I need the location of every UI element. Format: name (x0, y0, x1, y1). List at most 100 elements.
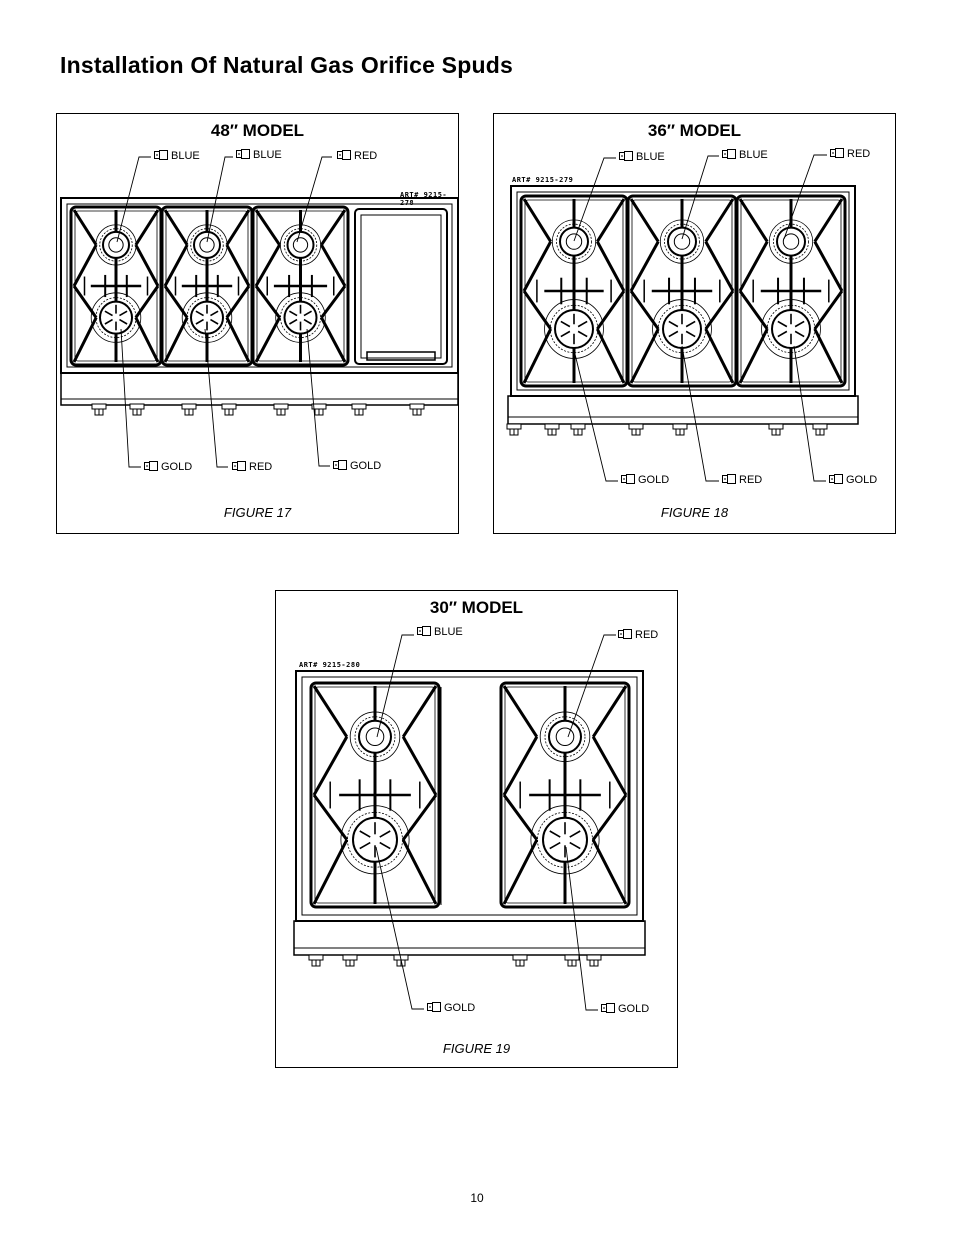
burner (279, 224, 322, 266)
orifice-spud-icon (417, 626, 431, 637)
callout-label: RED (354, 150, 378, 162)
callout-label: BLUE (739, 149, 768, 161)
art-number: ART# 9215-279 (512, 176, 574, 184)
orifice-spud-icon (601, 1003, 615, 1014)
burner (659, 219, 705, 264)
orifice-spud-icon (144, 461, 158, 472)
leader-lines-36 (573, 154, 827, 482)
figure-18-caption: FIGURE 18 (660, 505, 729, 520)
orifice-spud-icon (722, 149, 736, 160)
control-knob (768, 423, 784, 436)
callout-gold: GOLD (144, 461, 192, 473)
burner (530, 805, 600, 875)
callout-label: GOLD (618, 1003, 650, 1015)
burner (761, 299, 821, 359)
control-knob (308, 954, 324, 967)
callout-gold: GOLD (601, 1003, 649, 1015)
burner (539, 711, 591, 762)
burner (340, 805, 410, 875)
grate (499, 681, 631, 909)
callout-label: RED (847, 148, 871, 160)
callout-red: RED (830, 148, 870, 160)
burner-grates-30 (309, 681, 631, 909)
control-knob (672, 423, 688, 436)
figure-19-caption: FIGURE 19 (442, 1041, 511, 1056)
cooktop-36-body (507, 185, 859, 425)
control-knob (91, 403, 107, 416)
control-knob (564, 954, 580, 967)
callout-blue: BLUE (722, 149, 768, 161)
control-knob (129, 403, 145, 416)
grate (69, 205, 163, 367)
orifice-spud-icon (621, 474, 635, 485)
figure-18-heading: 36″ MODEL (647, 121, 742, 140)
callout-label: BLUE (636, 151, 665, 163)
burner (652, 299, 712, 359)
callout-blue: BLUE (154, 150, 200, 162)
figure-18-panel: 36″ MODEL ART# 9215-279 BLUE BLUE RED GO… (493, 113, 896, 534)
control-knob (544, 423, 560, 436)
callout-label: GOLD (350, 460, 382, 472)
control-knob (570, 423, 586, 436)
art-number: ART# 9215-278 (400, 191, 448, 207)
figure-17-caption: FIGURE 17 (223, 505, 292, 520)
knobs-30 (308, 954, 602, 967)
callout-label: RED (739, 474, 763, 486)
grate (735, 194, 847, 388)
figure-17-panel: 48″ MODEL ART# 9215-278 BLUE BLUE (56, 113, 459, 534)
control-knob (351, 403, 367, 416)
page-number: 10 (470, 1191, 484, 1205)
knobs-48 (91, 403, 425, 416)
knobs-36 (506, 423, 828, 436)
burner-grates-48 (69, 205, 350, 367)
callout-label: BLUE (253, 149, 282, 161)
orifice-spud-icon (232, 461, 246, 472)
callout-label: GOLD (161, 461, 193, 473)
control-knob (506, 423, 522, 436)
callout-red: RED (722, 474, 762, 486)
callout-gold: GOLD (427, 1002, 475, 1014)
burner (349, 711, 401, 762)
burner (544, 299, 604, 359)
burner (90, 292, 142, 343)
orifice-spud-icon (722, 474, 736, 485)
figure-19-panel: 30″ MODEL ART# 9215-280 BLUE RED GOLD GO… (275, 590, 678, 1068)
cooktop-48-body (60, 197, 458, 406)
orifice-spud-icon (829, 474, 843, 485)
grate (160, 205, 254, 367)
figure-17-heading: 48″ MODEL (210, 121, 305, 140)
cooktop-36-drawing (506, 154, 859, 482)
orifice-spud-icon (619, 151, 633, 162)
callout-label: GOLD (846, 474, 878, 486)
orifice-spud-icon (154, 150, 168, 161)
orifice-spud-icon (236, 149, 250, 160)
grate (309, 681, 441, 909)
grate (626, 194, 738, 388)
control-knob (812, 423, 828, 436)
control-knob (221, 403, 237, 416)
callout-blue: BLUE (236, 149, 282, 161)
control-knob (273, 403, 289, 416)
leader-lines-48 (116, 156, 332, 468)
burner (275, 292, 326, 343)
control-knob (628, 423, 644, 436)
callout-label: RED (249, 461, 273, 473)
callout-blue: BLUE (619, 151, 665, 163)
callout-label: GOLD (444, 1002, 476, 1014)
callout-label: GOLD (638, 474, 670, 486)
callout-red: RED (232, 461, 272, 473)
burner (551, 219, 597, 264)
control-knob (512, 954, 528, 967)
figure-19-heading: 30″ MODEL (429, 598, 524, 617)
callout-red: RED (337, 150, 377, 162)
orifice-spud-icon (333, 460, 347, 471)
orifice-spud-icon (337, 150, 351, 161)
cooktop-30-body (293, 670, 646, 956)
burner (186, 224, 228, 266)
control-knob (181, 403, 197, 416)
orifice-spud-icon (427, 1002, 441, 1013)
callout-label: RED (635, 629, 659, 641)
cooktop-30-drawing (293, 634, 646, 1011)
grate (519, 194, 629, 388)
callout-label: BLUE (434, 626, 463, 638)
